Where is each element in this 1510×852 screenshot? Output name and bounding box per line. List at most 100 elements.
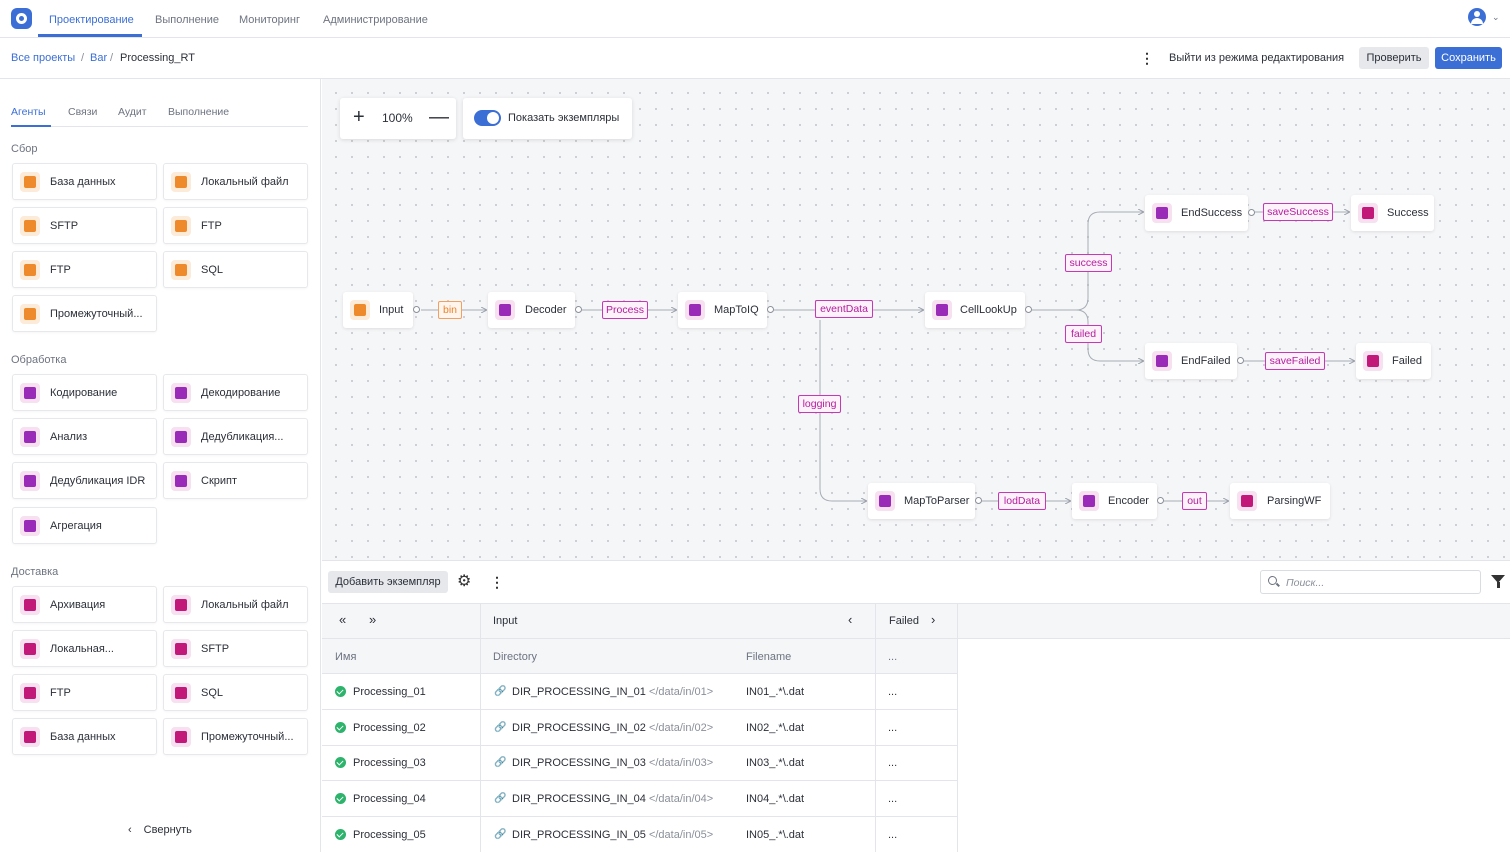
exit-edit-mode-button[interactable]: Выйти из режима редактирования — [1169, 52, 1345, 64]
tab-audit[interactable]: Аудит — [118, 106, 147, 118]
agent-local-file-out[interactable]: Локальный файл — [163, 586, 308, 623]
directory-cell[interactable]: DIR_PROCESSING_IN_01 </data/in/01> — [512, 686, 714, 698]
directory-cell[interactable]: DIR_PROCESSING_IN_02 </data/in/02> — [512, 722, 714, 734]
agent-archive[interactable]: Архивация — [12, 586, 157, 623]
nav-tab-monitoring[interactable]: Мониторинг — [239, 14, 301, 26]
nav-tab-design[interactable]: Проектирование — [49, 14, 134, 26]
tab-execution[interactable]: Выполнение — [168, 106, 230, 118]
first-page-icon[interactable]: « — [339, 612, 347, 627]
breadcrumb-project[interactable]: Bar — [90, 52, 108, 64]
directory-cell[interactable]: DIR_PROCESSING_IN_05 </data/in/05> — [512, 829, 714, 841]
agent-intermediate[interactable]: Промежуточный... — [12, 295, 157, 332]
next-page-icon[interactable]: » — [369, 612, 377, 627]
agent-ftp-out[interactable]: FTP — [12, 674, 157, 711]
node-decoder[interactable]: Decoder — [488, 292, 575, 328]
directory-cell[interactable]: DIR_PROCESSING_IN_04 </data/in/04> — [512, 793, 714, 805]
filename-cell[interactable]: IN03_.*\.dat — [746, 757, 805, 769]
column-filename[interactable]: Filename — [746, 651, 792, 663]
collapse-panel-button[interactable]: ‹Свернуть — [128, 824, 192, 836]
agent-sql[interactable]: SQL — [163, 251, 308, 288]
connector-bin[interactable]: bin — [438, 301, 462, 319]
agent-database-out[interactable]: База данных — [12, 718, 157, 755]
agent-ftp[interactable]: FTP — [12, 251, 157, 288]
zoom-in-button[interactable]: + — [353, 106, 365, 128]
agent-intermediate-out[interactable]: Промежуточный... — [163, 718, 308, 755]
agent-dedup-idr[interactable]: Дедубликация IDR — [12, 462, 157, 499]
nav-tab-administration[interactable]: Администрирование — [323, 14, 428, 26]
agent-dedup[interactable]: Дедубликация... — [163, 418, 308, 455]
table-group-header — [322, 603, 1510, 639]
node-celllookup[interactable]: CellLookUp — [925, 292, 1025, 328]
user-avatar-icon[interactable] — [1468, 8, 1486, 26]
agent-local[interactable]: Локальная... — [12, 630, 157, 667]
node-encoder[interactable]: Encoder — [1072, 483, 1157, 519]
output-port[interactable] — [767, 306, 774, 313]
search-input[interactable]: Поиск... — [1260, 570, 1481, 594]
tab-links[interactable]: Связи — [68, 106, 98, 118]
breadcrumb-all-projects[interactable]: Все проекты — [11, 52, 76, 64]
zoom-out-button[interactable]: — — [429, 106, 449, 128]
filename-cell[interactable]: IN04_.*\.dat — [746, 793, 805, 805]
connector-out[interactable]: out — [1182, 492, 1207, 510]
agent-script[interactable]: Скрипт — [163, 462, 308, 499]
add-instance-button[interactable]: Добавить экземпляр — [328, 571, 448, 593]
agent-encoding[interactable]: Кодирование — [12, 374, 157, 411]
instance-name: Processing_03 — [353, 757, 426, 769]
filename-cell[interactable]: IN02_.*\.dat — [746, 722, 805, 734]
check-button[interactable]: Проверить — [1359, 47, 1429, 69]
agent-sql-out[interactable]: SQL — [163, 674, 308, 711]
column-name[interactable]: Имя — [335, 651, 357, 663]
agent-local-file[interactable]: Локальный файл — [163, 163, 308, 200]
filename-cell[interactable]: IN01_.*\.dat — [746, 686, 805, 698]
output-port[interactable] — [1157, 497, 1164, 504]
agent-ftp[interactable]: FTP — [163, 207, 308, 244]
save-button[interactable]: Сохранить — [1435, 47, 1502, 69]
agent-database[interactable]: База данных — [12, 163, 157, 200]
aggregation-icon — [20, 516, 40, 536]
node-parsingwf[interactable]: ParsingWF — [1230, 483, 1330, 519]
connector-failed[interactable]: failed — [1065, 325, 1102, 343]
filter-icon[interactable] — [1491, 575, 1505, 588]
output-port[interactable] — [1237, 357, 1244, 364]
input-icon — [350, 300, 370, 320]
output-port[interactable] — [1025, 306, 1032, 313]
connector-process[interactable]: Process — [602, 301, 648, 319]
output-port[interactable] — [1248, 209, 1255, 216]
output-port[interactable] — [413, 306, 420, 313]
connector-eventdata[interactable]: eventData — [815, 300, 873, 318]
connector-savefailed[interactable]: saveFailed — [1265, 352, 1325, 370]
more-options-icon[interactable]: ⋮ — [490, 574, 504, 590]
filename-cell[interactable]: IN05_.*\.dat — [746, 829, 805, 841]
node-endsuccess[interactable]: EndSuccess — [1145, 195, 1248, 231]
column-directory[interactable]: Directory — [493, 651, 538, 663]
tab-agents[interactable]: Агенты — [11, 106, 46, 118]
zoom-control: + 100% — — [340, 98, 456, 139]
node-maptoiq[interactable]: MapToIQ — [678, 292, 767, 328]
agent-sftp[interactable]: SFTP — [12, 207, 157, 244]
directory-cell[interactable]: DIR_PROCESSING_IN_03 </data/in/03> — [512, 757, 714, 769]
chevron-right-icon[interactable]: › — [931, 612, 936, 627]
node-endfailed[interactable]: EndFailed — [1145, 343, 1237, 379]
nav-tab-execution[interactable]: Выполнение — [155, 14, 220, 26]
agent-aggregation[interactable]: Агрегация — [12, 507, 157, 544]
node-success[interactable]: Success — [1351, 195, 1434, 231]
agent-analysis[interactable]: Анализ — [12, 418, 157, 455]
chevron-down-icon[interactable]: ⌄ — [1492, 12, 1500, 22]
agent-sftp-out[interactable]: SFTP — [163, 630, 308, 667]
node-failed[interactable]: Failed — [1356, 343, 1431, 379]
app-logo-icon[interactable] — [11, 8, 32, 29]
connector-success[interactable]: success — [1065, 254, 1112, 272]
output-port[interactable] — [975, 497, 982, 504]
show-instances-toggle[interactable] — [474, 110, 501, 126]
chevron-left-icon[interactable]: ‹ — [848, 612, 853, 627]
connector-loddata[interactable]: lodData — [998, 492, 1046, 510]
agent-decoding[interactable]: Декодирование — [163, 374, 308, 411]
connector-logging[interactable]: logging — [798, 395, 841, 413]
more-options-icon[interactable]: ⋮ — [1140, 50, 1154, 66]
node-input[interactable]: Input — [343, 292, 413, 328]
gear-icon[interactable]: ⚙ — [457, 573, 472, 590]
node-maptoparser[interactable]: MapToParser — [868, 483, 975, 519]
workflow-icon — [1237, 491, 1257, 511]
output-port[interactable] — [575, 306, 582, 313]
connector-savesuccess[interactable]: saveSuccess — [1263, 203, 1333, 221]
